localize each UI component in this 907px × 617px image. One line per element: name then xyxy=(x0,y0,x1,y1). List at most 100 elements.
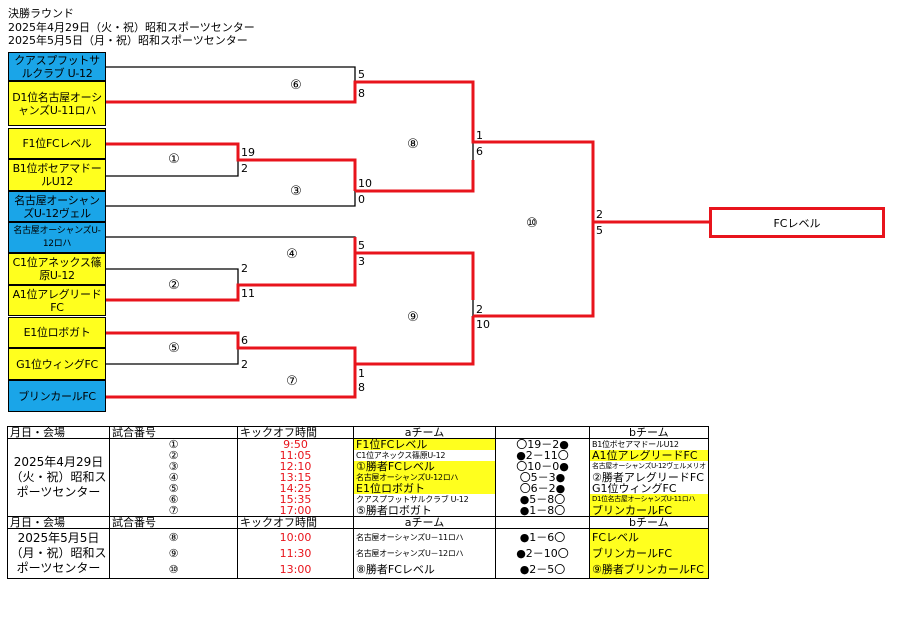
match-no: ⑤ xyxy=(109,483,238,494)
team-name: E1位ロボガト xyxy=(23,326,91,339)
team-b: ⑨勝者ブリンカールFC xyxy=(589,561,709,579)
score: 19 xyxy=(241,146,255,159)
header-cell: キックオフ時間 xyxy=(237,516,354,529)
team-a: ①勝者FCレベル xyxy=(353,461,496,472)
team-box: 名古屋オーシャンズU-12ヴェル xyxy=(8,191,106,222)
header-cell: キックオフ時間 xyxy=(237,426,354,439)
result: ●1－8〇 xyxy=(495,505,590,517)
table-row: ⑤ 14:25 E1位ロボガト 〇6－2● G1位ウィングFC xyxy=(8,483,709,494)
team-name: D1位名古屋オーシャンズU-11ロハ xyxy=(12,90,102,117)
score: 2 xyxy=(596,208,603,221)
header-cell: 月日・会場 xyxy=(7,426,110,439)
kickoff-time: 12:10 xyxy=(237,461,354,472)
team-b: 名古屋オーシャンズU-12ヴェルメリオ xyxy=(589,461,709,472)
table-header-row: 月日・会場 試合番号 キックオフ時間 aチーム bチーム xyxy=(7,516,709,529)
team-box: クアスプフットサルクラブ U-12 xyxy=(8,52,106,81)
match-label: ③ xyxy=(290,184,302,199)
match-no: ③ xyxy=(109,461,238,472)
table-row: ⑨ 11:30 名古屋オーシャンズU－12ロハ ●2－10〇 ブリンカールFC xyxy=(8,545,709,562)
champion-box: FCレベル xyxy=(709,207,885,238)
result: ●5－8〇 xyxy=(495,494,590,505)
score: 2 xyxy=(241,162,248,175)
match-label: ① xyxy=(168,152,180,167)
score: 6 xyxy=(476,145,483,158)
schedule-table: 月日・会場 試合番号 キックオフ時間 aチーム bチーム 2025年4月29日（… xyxy=(7,426,709,579)
team-box: C1位アネックス篠原U-12 xyxy=(8,253,106,285)
kickoff-time: 15:35 xyxy=(237,494,354,505)
team-name: G1位ウィングFC xyxy=(16,357,98,371)
score: 5 xyxy=(358,68,365,81)
team-box: 名古屋オーシャンズU-12ロハ xyxy=(8,222,106,253)
team-a: 名古屋オーシャンズU-12ロハ xyxy=(353,472,496,483)
score: 3 xyxy=(358,255,365,268)
team-box: F1位FCレベル xyxy=(8,128,106,159)
match-no: ① xyxy=(109,438,238,450)
team-box: B1位ボセアマドールU12 xyxy=(8,159,106,191)
header-cell xyxy=(495,426,590,439)
match-no: ⑦ xyxy=(109,505,238,517)
result: 〇5－3● xyxy=(495,472,590,483)
team-a: ⑧勝者FCレベル xyxy=(353,561,496,579)
match-no: ⑨ xyxy=(109,545,238,562)
table-row: ④ 13:15 名古屋オーシャンズU-12ロハ 〇5－3● ②勝者アレグリードF… xyxy=(8,472,709,483)
score: 8 xyxy=(358,381,365,394)
team-box: A1位アレグリードFC xyxy=(8,285,106,316)
table-row: 2025年4月29日（火・祝）昭和スポーツセンター ① 9:50 F1位FCレベ… xyxy=(7,438,709,517)
team-a: F1位FCレベル xyxy=(353,438,496,450)
match-no: ⑩ xyxy=(109,561,238,579)
kickoff-time: 10:00 xyxy=(237,528,354,546)
team-b: B1位ボセアマドールU12 xyxy=(589,438,709,450)
score: 0 xyxy=(358,193,365,206)
date-venue-day2: 2025年5月5日（月・祝）昭和スポーツセンター xyxy=(8,34,248,47)
score: 6 xyxy=(241,334,248,347)
score: 2 xyxy=(241,262,248,275)
kickoff-time: 17:00 xyxy=(237,505,354,517)
header-cell: 月日・会場 xyxy=(7,516,110,529)
match-label: ⑧ xyxy=(407,137,419,152)
team-b: G1位ウィングFC xyxy=(589,483,709,494)
team-name: 名古屋オーシャンズU-12ヴェル xyxy=(14,193,100,220)
team-a: C1位アネックス篠原U-12 xyxy=(353,450,496,461)
score: 8 xyxy=(358,87,365,100)
kickoff-time: 14:25 xyxy=(237,483,354,494)
table-row: ⑥ 15:35 クアスプフットサルクラブ U-12 ●5－8〇 D1位名古屋オー… xyxy=(8,494,709,505)
result: ●2－11〇 xyxy=(495,450,590,461)
result: 〇6－2● xyxy=(495,483,590,494)
venue-cell: 2025年4月29日（火・祝）昭和スポーツセンター xyxy=(7,438,110,517)
kickoff-time: 11:30 xyxy=(237,545,354,562)
team-a: 名古屋オーシャンズU－11ロハ xyxy=(353,528,496,546)
kickoff-time: 9:50 xyxy=(237,438,354,450)
team-box: G1位ウィングFC xyxy=(8,348,106,380)
header-cell: 試合番号 xyxy=(109,516,238,529)
match-no: ④ xyxy=(109,472,238,483)
header-cell xyxy=(495,516,590,529)
team-a: クアスプフットサルクラブ U-12 xyxy=(353,494,496,505)
team-a: 名古屋オーシャンズU－12ロハ xyxy=(353,545,496,562)
team-box: D1位名古屋オーシャンズU-11ロハ xyxy=(8,81,106,126)
header-cell: aチーム xyxy=(353,426,496,439)
table-row: ③ 12:10 ①勝者FCレベル 〇10－0● 名古屋オーシャンズU-12ヴェル… xyxy=(8,461,709,472)
team-name: クアスプフットサルクラブ U-12 xyxy=(14,53,100,80)
table-row: ⑦ 17:00 ⑤勝者ロボガト ●1－8〇 ブリンカールFC xyxy=(8,505,709,517)
team-name: A1位アレグリードFC xyxy=(12,287,102,314)
result: ●2－5〇 xyxy=(495,561,590,579)
table-header-row: 月日・会場 試合番号 キックオフ時間 aチーム bチーム xyxy=(7,426,709,439)
table-row: ② 11:05 C1位アネックス篠原U-12 ●2－11〇 A1位アレグリードF… xyxy=(8,450,709,461)
score: 10 xyxy=(476,318,490,331)
score: 5 xyxy=(596,224,603,237)
team-b: ②勝者アレグリードFC xyxy=(589,472,709,483)
bracket-lines: ⑥ ① ③ ④ ② ⑤ ⑦ ⑧ ⑨ ⑩ 5 8 19 2 10 0 5 3 2 … xyxy=(106,66,709,399)
header-cell: 試合番号 xyxy=(109,426,238,439)
champion-name: FCレベル xyxy=(773,216,821,230)
venue-cell: 2025年5月5日（月・祝）昭和スポーツセンター xyxy=(7,528,110,579)
score: 2 xyxy=(476,303,483,316)
team-b: ブリンカールFC xyxy=(589,505,709,517)
result: 〇19－2● xyxy=(495,438,590,450)
score: 10 xyxy=(358,177,372,190)
kickoff-time: 11:05 xyxy=(237,450,354,461)
match-label: ④ xyxy=(286,247,298,262)
team-name: C1位アネックス篠原U-12 xyxy=(12,256,102,282)
header-cell: bチーム xyxy=(589,516,709,529)
result: 〇10－0● xyxy=(495,461,590,472)
match-label: ② xyxy=(168,278,180,293)
